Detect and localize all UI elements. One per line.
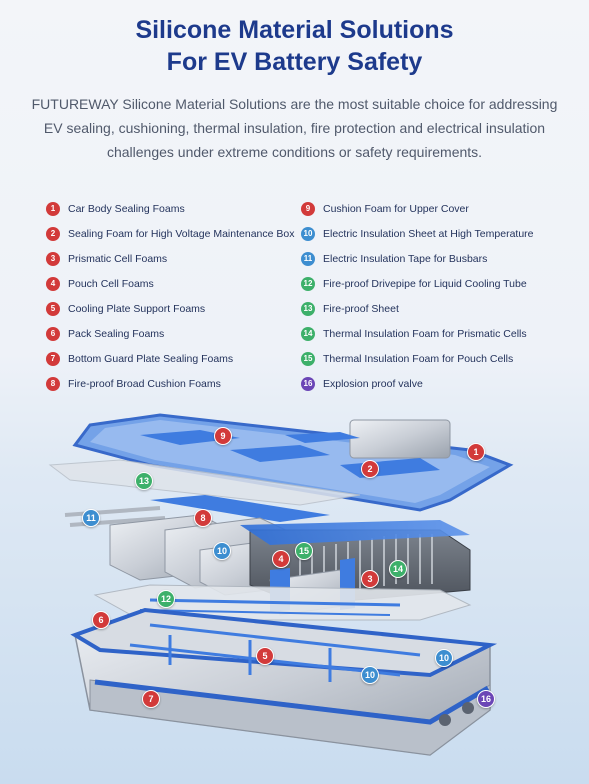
- legend-label: Fire-proof Drivepipe for Liquid Cooling …: [323, 277, 527, 290]
- number-badge: 13: [301, 301, 315, 316]
- legend-label: Cushion Foam for Upper Cover: [323, 202, 469, 215]
- title-line-1: Silicone Material Solutions: [135, 16, 454, 44]
- marker-14: 14: [389, 560, 407, 578]
- legend-item: 14 Thermal Insulation Foam for Prismatic …: [301, 321, 561, 346]
- fireproof-sheet: [48, 459, 361, 522]
- legend-item: 2 Sealing Foam for High Voltage Maintenan…: [46, 221, 306, 246]
- marker-12: 12: [157, 590, 175, 608]
- legend-item: 12 Fire-proof Drivepipe for Liquid Coolin…: [301, 271, 561, 296]
- legend-item: 8 Fire-proof Broad Cushion Foams: [46, 371, 306, 396]
- legend-item: 3 Prismatic Cell Foams: [46, 246, 306, 271]
- number-badge: 8: [46, 376, 60, 391]
- number-badge: 15: [301, 351, 315, 366]
- marker-15: 15: [295, 542, 313, 560]
- legend-label: Prismatic Cell Foams: [68, 252, 168, 265]
- number-badge: 1: [46, 201, 60, 216]
- legend-item: 4 Pouch Cell Foams: [46, 271, 306, 296]
- legend-label: Cooling Plate Support Foams: [68, 302, 206, 315]
- marker-2: 2: [361, 460, 379, 478]
- marker-10: 10: [435, 649, 453, 667]
- legend-item: 10 Electric Insulation Sheet at High Temp…: [301, 221, 561, 246]
- marker-10: 10: [213, 542, 231, 560]
- legend-item: 5 Cooling Plate Support Foams: [46, 296, 306, 321]
- number-badge: 14: [301, 326, 315, 341]
- number-badge: 9: [301, 201, 315, 216]
- number-badge: 2: [46, 226, 60, 241]
- marker-13: 13: [135, 472, 153, 490]
- marker-7: 7: [142, 690, 160, 708]
- legend-label: Pack Sealing Foams: [68, 327, 165, 340]
- number-badge: 10: [301, 226, 315, 241]
- legend-left: 1 Car Body Sealing Foams 2 Sealing Foam fo…: [46, 196, 306, 396]
- number-badge: 11: [301, 251, 315, 266]
- marker-11: 11: [82, 509, 100, 527]
- number-badge: 5: [46, 301, 60, 316]
- legend-label: Electric Insulation Tape for Busbars: [323, 252, 488, 265]
- legend-label: Electric Insulation Sheet at High Temper…: [323, 227, 534, 240]
- page-title: Silicone Material Solutions For EV Batte…: [0, 14, 589, 78]
- battery-pack-diagram: [48, 413, 514, 756]
- number-badge: 7: [46, 351, 60, 366]
- battery-tray: [70, 607, 498, 756]
- legend-label: Bottom Guard Plate Sealing Foams: [68, 352, 234, 365]
- number-badge: 12: [301, 276, 315, 291]
- legend-label: Fire-proof Sheet: [323, 302, 399, 315]
- legend-label: Thermal Insulation Foam for Pouch Cells: [323, 352, 514, 365]
- legend-label: Fire-proof Broad Cushion Foams: [68, 377, 221, 390]
- marker-6: 6: [92, 611, 110, 629]
- legend-item: 7 Bottom Guard Plate Sealing Foams: [46, 346, 306, 371]
- description: FUTUREWAY Silicone Material Solutions ar…: [31, 96, 558, 160]
- legend-label: Pouch Cell Foams: [68, 277, 154, 290]
- legend-label: Sealing Foam for High Voltage Maintenanc…: [68, 227, 295, 240]
- marker-8: 8: [194, 509, 212, 527]
- legend-item: 13 Fire-proof Sheet: [301, 296, 561, 321]
- legend-item: 6 Pack Sealing Foams: [46, 321, 306, 346]
- marker-16: 16: [477, 690, 495, 708]
- number-badge: 4: [46, 276, 60, 291]
- marker-4: 4: [272, 550, 290, 568]
- marker-9: 9: [214, 427, 232, 445]
- cooling-plate: [93, 584, 472, 621]
- legend-item: 1 Car Body Sealing Foams: [46, 196, 306, 221]
- marker-1: 1: [467, 443, 485, 461]
- number-badge: 16: [301, 376, 315, 391]
- legend-item: 9 Cushion Foam for Upper Cover: [301, 196, 561, 221]
- marker-10: 10: [361, 666, 379, 684]
- legend-label: Thermal Insulation Foam for Prismatic Ce…: [323, 327, 527, 340]
- title-line-2: For EV Battery Safety: [166, 48, 423, 76]
- number-badge: 6: [46, 326, 60, 341]
- legend-item: 16 Explosion proof valve: [301, 371, 561, 396]
- marker-3: 3: [361, 570, 379, 588]
- legend-label: Car Body Sealing Foams: [68, 202, 185, 215]
- legend-label: Explosion proof valve: [323, 377, 423, 390]
- number-badge: 3: [46, 251, 60, 266]
- marker-5: 5: [256, 647, 274, 665]
- legend-item: 15 Thermal Insulation Foam for Pouch Cell…: [301, 346, 561, 371]
- battery-pack-illustration: 9 2 1 13 11 8 10 4 15 14 3 6 12 5 10 10 …: [0, 410, 589, 784]
- legend-item: 11 Electric Insulation Tape for Busbars: [301, 246, 561, 271]
